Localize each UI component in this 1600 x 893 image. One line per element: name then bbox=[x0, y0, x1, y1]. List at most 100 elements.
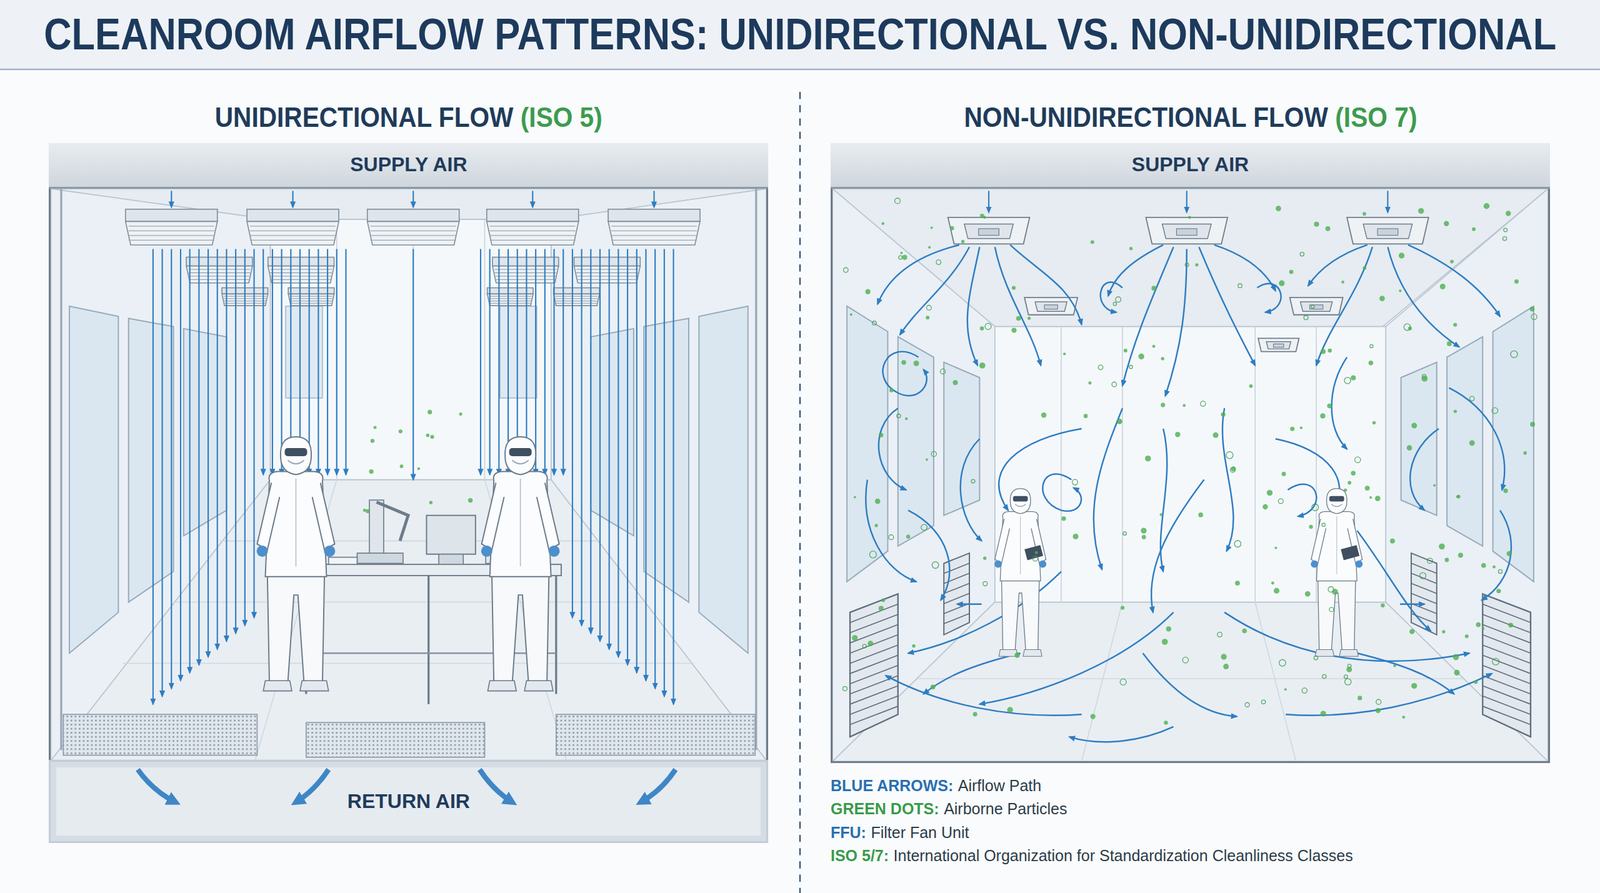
airborne-particle bbox=[1027, 316, 1031, 320]
airborne-particle bbox=[1289, 270, 1294, 275]
airflow-arrow bbox=[663, 248, 665, 697]
airborne-particle bbox=[1409, 628, 1415, 634]
airflow-arrow bbox=[412, 190, 414, 207]
airborne-particle bbox=[1350, 375, 1356, 381]
airborne-particle bbox=[1380, 603, 1385, 608]
airflow-arrow bbox=[626, 248, 629, 665]
airborne-particle bbox=[1261, 700, 1265, 704]
airborne-particle bbox=[1140, 528, 1147, 534]
grille-slat bbox=[1482, 655, 1531, 674]
airborne-particle bbox=[1220, 412, 1225, 417]
airborne-particle bbox=[1235, 580, 1240, 586]
airborne-particle bbox=[1379, 295, 1385, 302]
non-unidirectional-room bbox=[1255, 602, 1296, 762]
airborne-particle bbox=[1483, 203, 1490, 210]
ceiling-diffuser bbox=[1258, 338, 1299, 352]
ffu-filter bbox=[488, 300, 532, 302]
airborne-particle bbox=[1473, 680, 1478, 684]
grille-slat bbox=[943, 593, 970, 604]
ffu-filter bbox=[125, 221, 218, 245]
unidirectional-room bbox=[643, 318, 689, 603]
airborne-particle bbox=[1151, 285, 1157, 291]
airflow-arrow bbox=[253, 248, 255, 618]
ceiling-diffuser bbox=[1346, 217, 1429, 244]
airflow-arrow bbox=[654, 248, 656, 689]
airflow-arrow bbox=[1448, 388, 1505, 490]
airborne-particle bbox=[1182, 657, 1189, 664]
supply-air-plenum: SUPPLY AIR bbox=[48, 143, 769, 189]
airborne-particle bbox=[906, 535, 910, 539]
non-unidirectional-room bbox=[1121, 326, 1124, 603]
airborne-particle bbox=[1300, 426, 1303, 429]
airborne-particle bbox=[1362, 266, 1367, 270]
airborne-particle bbox=[1446, 341, 1452, 347]
airborne-particle bbox=[1014, 652, 1020, 659]
airborne-particle bbox=[888, 535, 894, 540]
airborne-particle bbox=[1441, 630, 1445, 634]
airborne-particle bbox=[952, 380, 958, 385]
non-unidirectional-room bbox=[1401, 362, 1437, 516]
ffu-filter bbox=[490, 235, 576, 236]
ceiling-diffuser bbox=[1377, 228, 1399, 236]
ffu-filter bbox=[367, 209, 460, 222]
airborne-particle bbox=[1411, 683, 1417, 689]
airborne-particle bbox=[843, 267, 849, 273]
airborne-particle bbox=[1398, 289, 1402, 292]
airborne-particle bbox=[1343, 488, 1347, 492]
airflow-arrow bbox=[1042, 474, 1082, 512]
unidirectional-room bbox=[128, 318, 174, 603]
airborne-particle bbox=[898, 255, 903, 260]
airborne-particle bbox=[1113, 302, 1117, 306]
airflow-arrow bbox=[216, 248, 219, 649]
airborne-particle bbox=[1393, 664, 1397, 668]
airborne-particle bbox=[1072, 533, 1079, 540]
airflow-arrow bbox=[225, 248, 227, 642]
airborne-particle bbox=[1313, 221, 1319, 227]
airflow-arrow bbox=[1316, 246, 1373, 365]
airborne-particle bbox=[1234, 540, 1241, 547]
airborne-particle bbox=[1241, 628, 1247, 634]
grille-slat bbox=[943, 613, 970, 624]
title-bar-background bbox=[0, 68, 1600, 70]
ffu-filter bbox=[486, 209, 579, 222]
non-unidirectional-room bbox=[830, 143, 1550, 764]
airflow-arrow bbox=[544, 248, 546, 475]
airborne-particle bbox=[901, 360, 907, 365]
airborne-particle bbox=[370, 438, 375, 443]
ffu-filter bbox=[576, 272, 639, 274]
ceiling-diffuser bbox=[1044, 305, 1058, 310]
airborne-particle bbox=[1481, 626, 1485, 630]
airborne-particle bbox=[1453, 323, 1457, 327]
return-grille bbox=[943, 553, 970, 635]
airborne-particle bbox=[1290, 426, 1295, 432]
airflow-arrow bbox=[1308, 245, 1368, 286]
airborne-particle bbox=[1458, 553, 1464, 559]
ffu-filter bbox=[553, 293, 600, 306]
airborne-particle bbox=[867, 640, 874, 647]
ffu-filter bbox=[268, 257, 335, 267]
ceiling-diffuser bbox=[964, 223, 1014, 239]
airflow-arrow bbox=[967, 246, 980, 365]
cleanroom-panel: NON-UNIDIRECTIONAL FLOW(ISO 7)SUPPLY AIR bbox=[830, 143, 1550, 764]
non-unidirectional-room bbox=[1446, 336, 1483, 547]
worker-figure bbox=[481, 436, 560, 692]
airborne-particle bbox=[925, 458, 929, 462]
cleanroom-panel: UNIDIRECTIONAL FLOW(ISO 5)SUPPLY AIRRETU… bbox=[48, 143, 769, 844]
airflow-arrow bbox=[553, 248, 555, 475]
airflow-arrow bbox=[1400, 603, 1425, 605]
ffu-filter bbox=[494, 272, 557, 274]
airborne-particle bbox=[1249, 384, 1254, 389]
airborne-particle bbox=[1161, 638, 1169, 645]
airborne-particle bbox=[1275, 205, 1282, 212]
airborne-particle bbox=[979, 362, 986, 369]
non-unidirectional-room bbox=[1081, 602, 1123, 762]
airflow-arrow bbox=[1122, 246, 1174, 386]
airflow-arrow bbox=[412, 248, 414, 480]
airborne-particle bbox=[1328, 586, 1334, 593]
ffu-filter bbox=[492, 266, 559, 284]
airborne-particle bbox=[931, 561, 939, 569]
airborne-particle bbox=[1496, 588, 1501, 594]
